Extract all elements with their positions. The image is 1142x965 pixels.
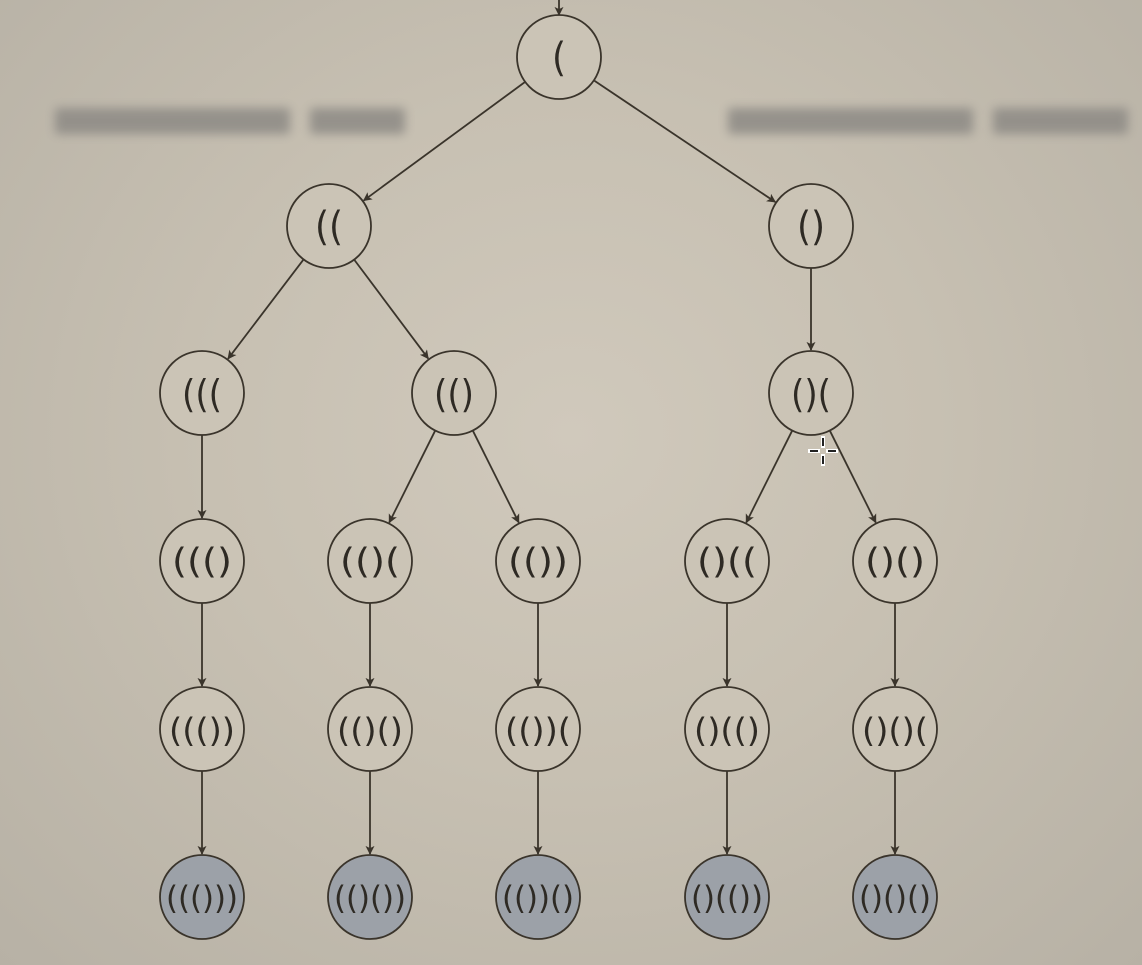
tree-node-l2-c: ()( — [768, 350, 854, 436]
node-circle — [684, 518, 770, 604]
tree-node-l5-a: ((())) — [159, 854, 245, 940]
edge-l2-c-to-l3-e — [828, 430, 877, 524]
tree-node-l2-a: ((( — [159, 350, 245, 436]
node-label: ( — [552, 35, 566, 81]
leaf-node-circle — [495, 854, 581, 940]
tree-node-l1-left: (( — [286, 183, 372, 269]
leaf-node-circle — [159, 854, 245, 940]
node-label: (())() — [502, 879, 574, 917]
node-label: ()() — [865, 542, 925, 582]
blurred-annotation-right — [728, 100, 1133, 144]
edge-l2-b-to-l3-c — [471, 430, 520, 524]
tree-node-l3-e: ()() — [852, 518, 938, 604]
node-label: ()(( — [697, 542, 757, 582]
node-label: ((( — [182, 372, 222, 416]
node-circle — [852, 518, 938, 604]
tree-node-l5-b: (()()) — [327, 854, 413, 940]
tree-node-l2-b: (() — [411, 350, 497, 436]
tree-node-l3-b: (()( — [327, 518, 413, 604]
tree-node-l3-d: ()(( — [684, 518, 770, 604]
node-circle — [159, 518, 245, 604]
node-circle — [327, 686, 413, 772]
node-circle — [495, 518, 581, 604]
tree-node-l4-a: ((()) — [159, 686, 245, 772]
node-label: ((()) — [169, 711, 235, 750]
node-label: ()()( — [862, 711, 928, 750]
tree-node-l4-e: ()()( — [852, 686, 938, 772]
tree-node-l3-a: ((() — [159, 518, 245, 604]
node-label: ((() — [172, 542, 232, 582]
edges-layer — [197, 79, 900, 855]
node-label: ()()() — [859, 879, 931, 917]
node-label: ()(() — [694, 711, 760, 750]
node-label: (()) — [508, 542, 568, 582]
node-label: (())( — [505, 711, 571, 750]
edge-root-to-l1-right — [593, 79, 777, 203]
edge-l2-b-to-l3-b — [388, 430, 437, 524]
edge-l1-left-to-l2-a — [227, 258, 305, 360]
node-label: (() — [434, 372, 474, 416]
leaf-node-circle — [327, 854, 413, 940]
edge-l1-left-to-l2-b — [353, 259, 429, 360]
edge-l2-c-to-l3-d — [745, 430, 794, 524]
tree-node-l3-c: (()) — [495, 518, 581, 604]
node-circle — [159, 350, 245, 436]
node-circle — [768, 350, 854, 436]
blurred-annotation-left — [55, 100, 415, 144]
node-label: ()( — [791, 372, 831, 416]
node-label: ((())) — [166, 879, 238, 917]
node-circle — [327, 518, 413, 604]
tree-node-l4-c: (())( — [495, 686, 581, 772]
tree-node-l5-d: ()(()) — [684, 854, 770, 940]
node-label: (( — [315, 204, 343, 250]
nodes-layer: (((()((((()()(((()(()((())()((()()((())(… — [159, 14, 938, 940]
node-circle — [411, 350, 497, 436]
node-circle — [684, 686, 770, 772]
tree-node-l5-e: ()()() — [852, 854, 938, 940]
node-circle — [768, 183, 854, 269]
node-label: () — [797, 204, 825, 250]
node-circle — [286, 183, 372, 269]
tree-node-l5-c: (())() — [495, 854, 581, 940]
edge-root-to-l1-left — [362, 81, 526, 202]
leaf-node-circle — [684, 854, 770, 940]
tree-node-l4-d: ()(() — [684, 686, 770, 772]
node-circle — [495, 686, 581, 772]
tree-node-l1-right: () — [768, 183, 854, 269]
crosshair-cursor-icon — [808, 436, 838, 466]
node-label: (()()) — [334, 879, 406, 917]
node-label: ()(()) — [691, 879, 763, 917]
leaf-node-circle — [852, 854, 938, 940]
node-circle — [516, 14, 602, 100]
node-label: (()( — [340, 542, 400, 582]
tree-node-l4-b: (()() — [327, 686, 413, 772]
node-label: (()() — [337, 711, 403, 750]
node-circle — [852, 686, 938, 772]
tree-node-root: ( — [516, 14, 602, 100]
node-circle — [159, 686, 245, 772]
